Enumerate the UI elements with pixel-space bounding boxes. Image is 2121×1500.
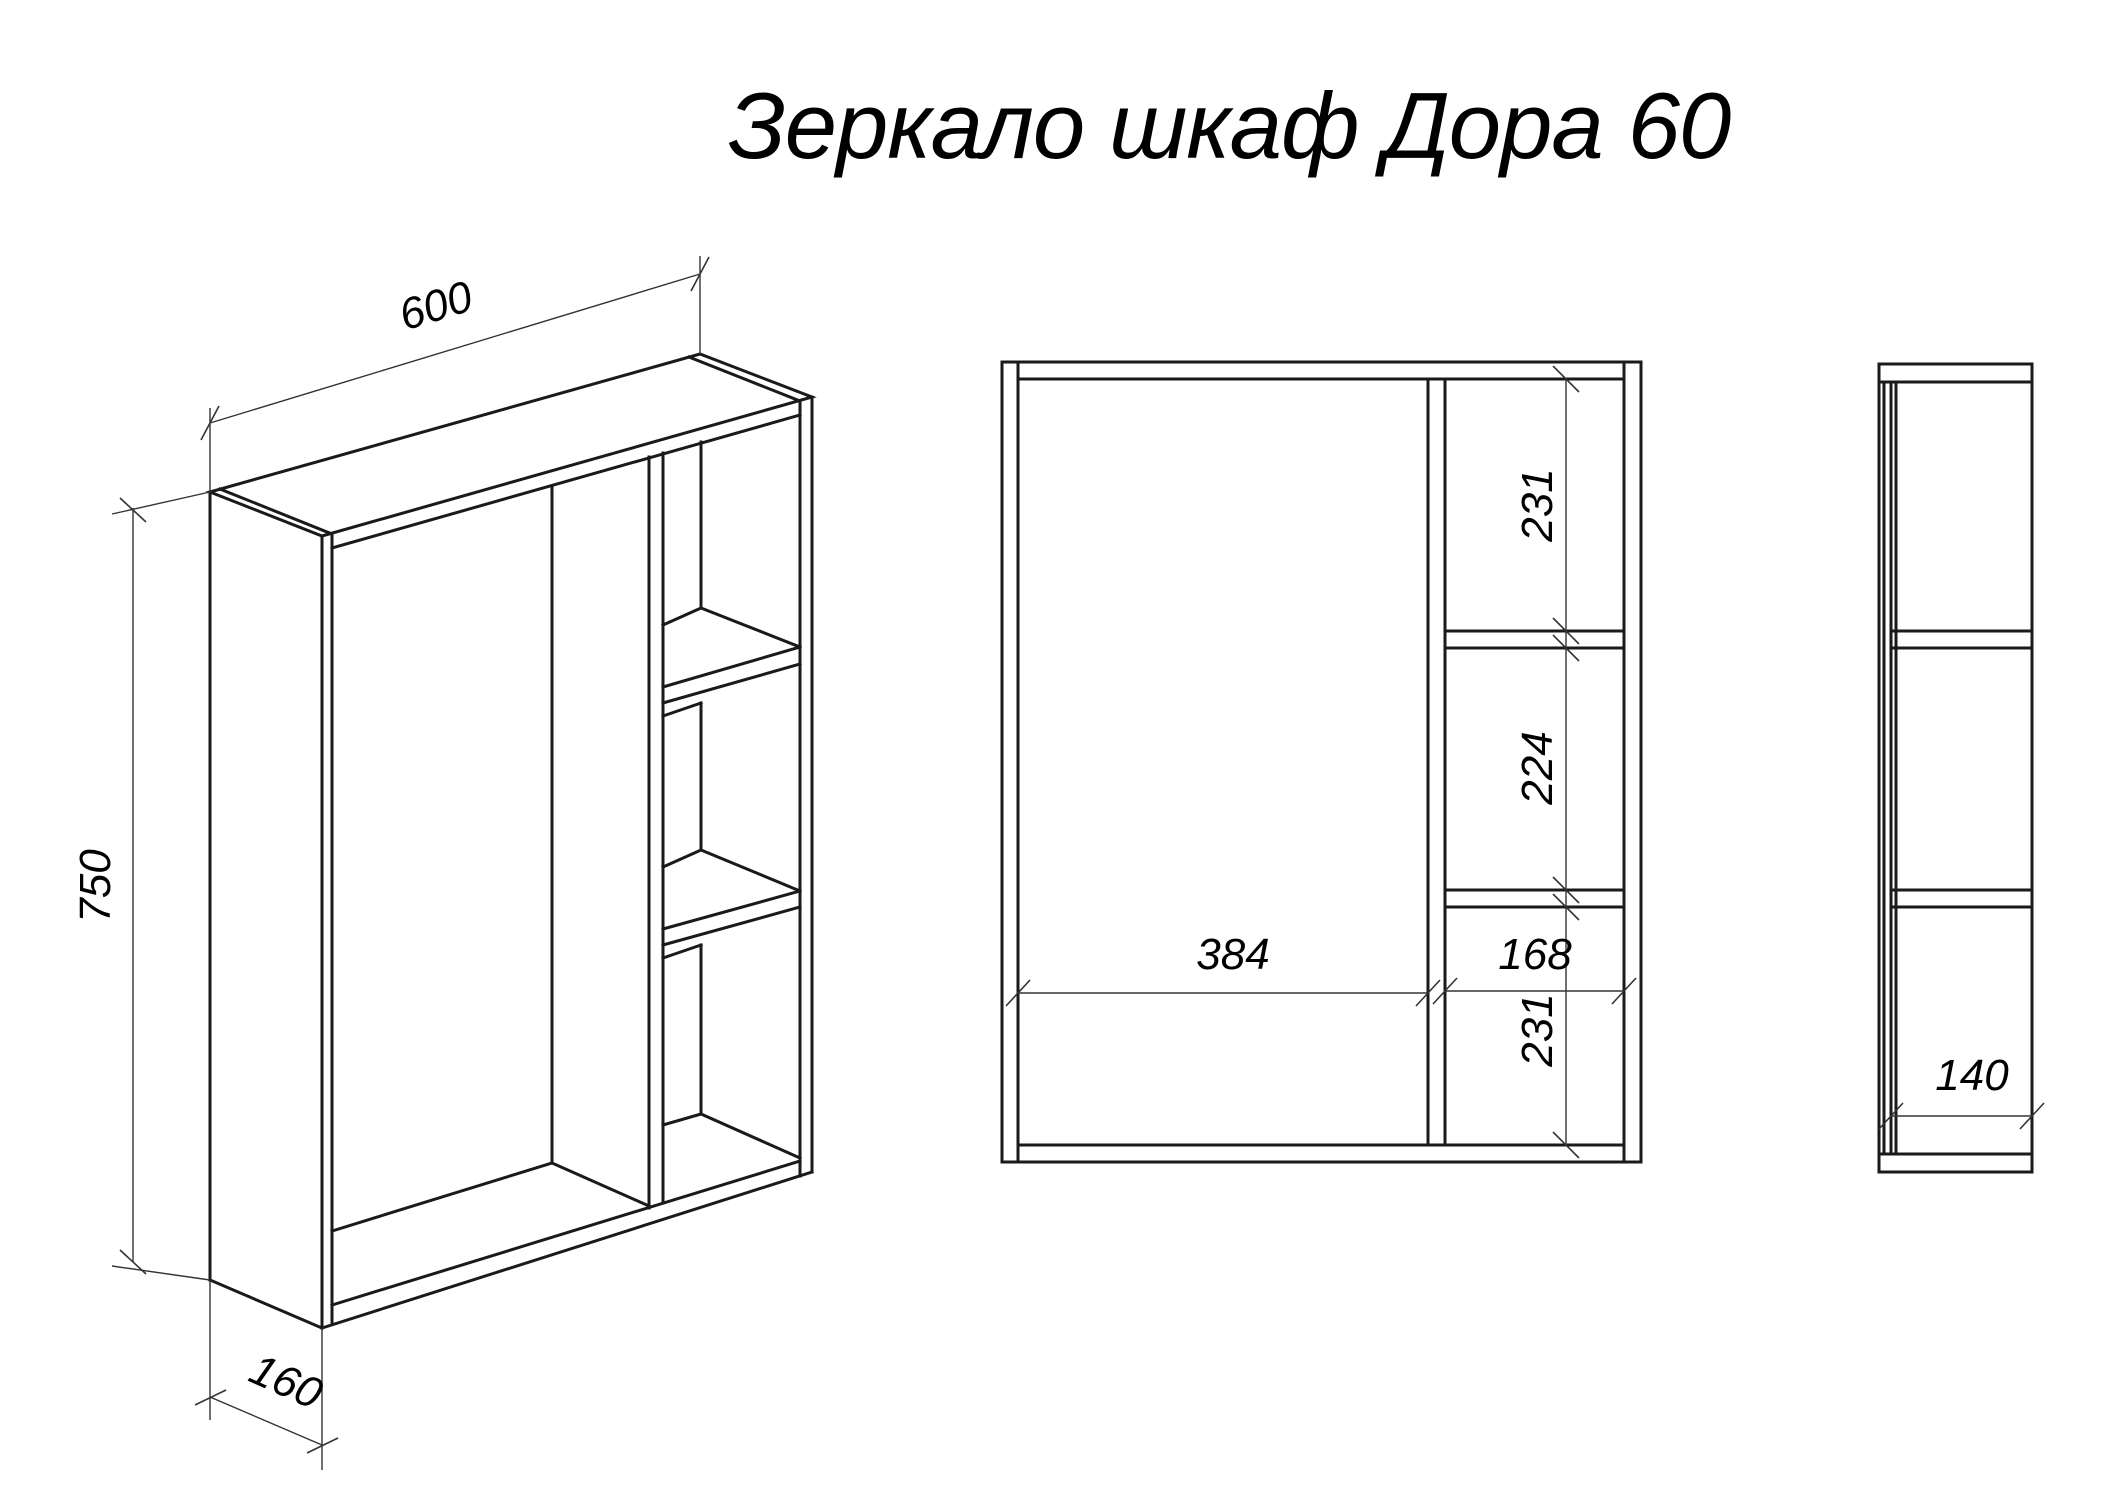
dim-tick xyxy=(1552,893,1580,921)
dim-231-top-label: 231 xyxy=(1513,468,1562,542)
dim-tick xyxy=(1552,1131,1580,1159)
dim-tick xyxy=(1878,1102,1904,1130)
iso-shelf-2-top xyxy=(661,848,802,893)
iso-bottom-inner-edge xyxy=(330,1159,802,1307)
dim-tick xyxy=(1552,876,1580,904)
dim-tick xyxy=(1432,977,1458,1005)
dim-224-label: 224 xyxy=(1513,731,1562,805)
iso-shelf-2-under xyxy=(661,943,703,960)
dim-tick xyxy=(1552,634,1580,662)
dim-750-tick-bottom xyxy=(119,1249,147,1275)
side-view: 140 xyxy=(1877,362,2045,1174)
dim-tick xyxy=(1552,617,1580,645)
dim-600-label: 600 xyxy=(393,272,478,340)
front-outer-frame xyxy=(1000,360,1643,1164)
dim-168-label: 168 xyxy=(1498,930,1572,979)
dim-600-tick-left xyxy=(200,405,220,441)
iso-shelf-1-under xyxy=(661,701,703,718)
iso-bottom-left-edge xyxy=(208,1278,324,1330)
isometric-view: 600 750 160 xyxy=(71,256,817,1470)
iso-top-panel xyxy=(205,352,817,538)
dim-tick xyxy=(1415,979,1441,1007)
iso-top-inner-edge xyxy=(330,413,802,550)
dim-140-label: 140 xyxy=(1935,1051,2009,1100)
dim-tick xyxy=(2019,1102,2045,1130)
iso-left-floor-back xyxy=(330,1161,554,1233)
dim-231-bottom-label: 231 xyxy=(1513,993,1562,1067)
iso-shelf-2-bottom xyxy=(661,905,802,947)
iso-shelf-1-front xyxy=(661,645,802,689)
dim-tick xyxy=(1611,977,1637,1005)
dim-tick xyxy=(1005,979,1031,1007)
dim-600-line xyxy=(209,273,701,424)
dim-160-line xyxy=(209,1396,323,1446)
dim-160-tick-right xyxy=(306,1437,339,1454)
dim-160-tick-left xyxy=(194,1389,227,1406)
iso-left-floor-side xyxy=(550,1161,651,1208)
drawing-title: Зеркало шкаф Дора 60 xyxy=(728,73,1731,178)
front-view: 231 224 231 384 168 xyxy=(1000,360,1643,1164)
iso-shelf-1-bottom xyxy=(661,662,802,705)
iso-shelf-2-front xyxy=(661,889,802,931)
dim-160-label: 160 xyxy=(242,1344,329,1419)
dim-750-ext-top xyxy=(111,491,211,515)
iso-top-right-edge xyxy=(687,355,802,403)
dim-750-ext-bottom xyxy=(111,1265,211,1281)
dim-384-label: 384 xyxy=(1196,930,1269,979)
dim-600-tick-right xyxy=(690,256,710,292)
dim-750-label: 750 xyxy=(71,849,120,923)
iso-top-left-edge xyxy=(218,487,334,536)
iso-shelf-1-top xyxy=(661,606,802,649)
side-outer-frame xyxy=(1877,362,2034,1174)
iso-right-floor xyxy=(661,1112,802,1160)
dim-tick xyxy=(1552,365,1580,393)
dim-750-tick-top xyxy=(119,497,147,523)
iso-bottom-front-edge xyxy=(320,1170,814,1330)
